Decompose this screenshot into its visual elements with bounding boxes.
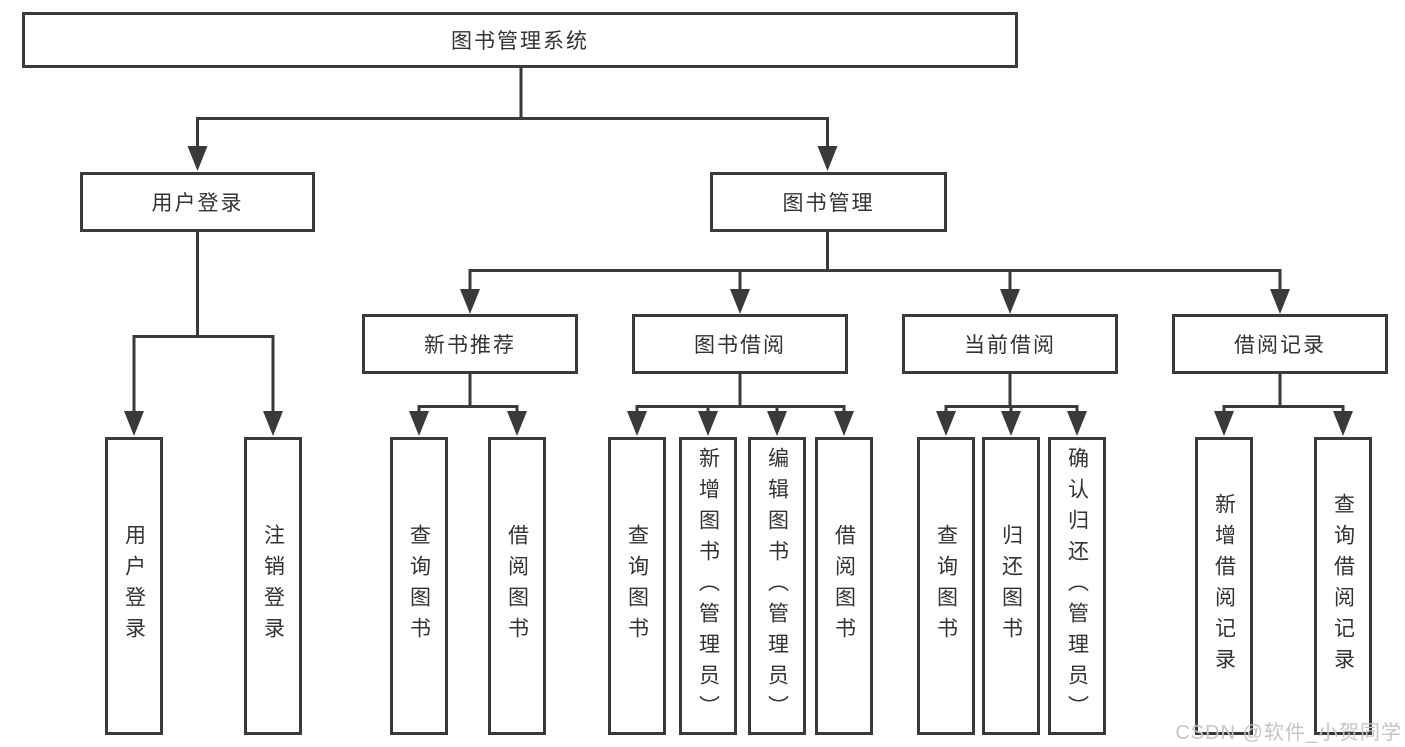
arrow-down-icon: [627, 411, 647, 436]
arrow-down-icon: [124, 411, 144, 436]
node-borrowing-records: 借阅记录: [1172, 314, 1388, 374]
arrow-down-icon: [1333, 411, 1353, 436]
leaf-logout: 注销登录: [244, 437, 302, 735]
leaf-return-books-label: 归还图书: [999, 524, 1023, 648]
arrow-down-icon: [1001, 411, 1021, 436]
node-book-borrowing-label: 图书借阅: [694, 334, 786, 357]
arrow-down-icon: [187, 146, 208, 171]
leaf-user-login-label: 用户登录: [122, 524, 146, 648]
arrow-down-icon: [460, 289, 480, 314]
arrow-down-icon: [507, 411, 527, 436]
arrow-down-icon: [1214, 411, 1234, 436]
leaf-query-books-recommend-label: 查询图书: [407, 524, 431, 648]
watermark: CSDN @软件_小贺同学: [1175, 722, 1402, 744]
leaf-query-books-current: 查询图书: [917, 437, 975, 735]
leaf-confirm-return-admin-label: 确认归还（管理员）: [1065, 446, 1089, 726]
node-new-book-recommend: 新书推荐: [362, 314, 578, 374]
node-borrowing-records-label: 借阅记录: [1234, 334, 1326, 357]
leaf-add-borrow-record: 新增借阅记录: [1195, 437, 1253, 735]
arrow-down-icon: [767, 411, 787, 436]
arrow-down-icon: [263, 411, 283, 436]
leaf-add-books-admin-label: 新增图书（管理员）: [696, 446, 720, 726]
leaf-edit-books-admin-label: 编辑图书（管理员）: [765, 446, 789, 726]
leaf-query-books-current-label: 查询图书: [934, 524, 958, 648]
leaf-borrow-books-label: 借阅图书: [832, 524, 856, 648]
leaf-add-books-admin: 新增图书（管理员）: [679, 437, 737, 735]
arrow-down-icon: [698, 411, 718, 436]
node-user-login-label: 用户登录: [151, 192, 244, 215]
leaf-query-books-borrow-label: 查询图书: [625, 524, 649, 648]
leaf-borrow-books-recommend-label: 借阅图书: [505, 524, 529, 648]
leaf-user-login: 用户登录: [105, 437, 163, 735]
leaf-query-books-recommend: 查询图书: [390, 437, 448, 735]
leaf-add-borrow-record-label: 新增借阅记录: [1212, 493, 1236, 679]
arrow-down-icon: [1000, 289, 1020, 314]
arrow-down-icon: [1067, 411, 1087, 436]
leaf-query-borrow-record-label: 查询借阅记录: [1331, 493, 1355, 679]
node-root: 图书管理系统: [22, 12, 1018, 68]
leaf-borrow-books: 借阅图书: [815, 437, 873, 735]
arrow-down-icon: [409, 411, 429, 436]
arrow-down-icon: [834, 411, 854, 436]
arrow-down-icon: [1270, 289, 1290, 314]
leaf-edit-books-admin: 编辑图书（管理员）: [748, 437, 806, 735]
leaf-logout-label: 注销登录: [261, 524, 285, 648]
arrow-down-icon: [817, 146, 838, 171]
node-current-borrowing-label: 当前借阅: [964, 334, 1056, 357]
leaf-query-borrow-record: 查询借阅记录: [1314, 437, 1372, 735]
node-new-book-recommend-label: 新书推荐: [424, 334, 516, 357]
arrow-down-icon: [936, 411, 956, 436]
node-root-label: 图书管理系统: [451, 30, 589, 53]
leaf-query-books-borrow: 查询图书: [608, 437, 666, 735]
node-book-management-label: 图书管理: [782, 192, 875, 215]
leaf-borrow-books-recommend: 借阅图书: [488, 437, 546, 735]
node-current-borrowing: 当前借阅: [902, 314, 1118, 374]
node-book-borrowing: 图书借阅: [632, 314, 848, 374]
node-book-management: 图书管理: [710, 172, 947, 232]
leaf-return-books: 归还图书: [982, 437, 1040, 735]
node-user-login: 用户登录: [80, 172, 315, 232]
arrow-down-icon: [730, 289, 750, 314]
leaf-confirm-return-admin: 确认归还（管理员）: [1048, 437, 1106, 735]
